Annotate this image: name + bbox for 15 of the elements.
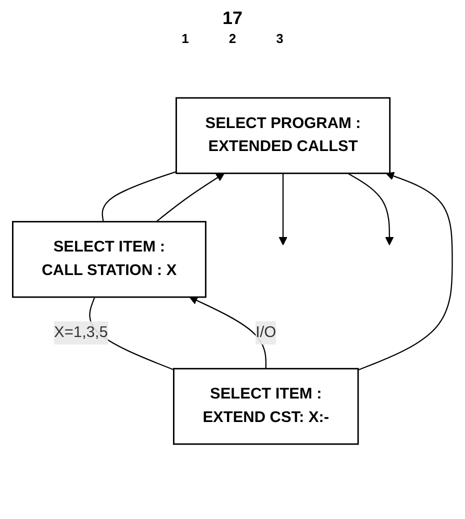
node-box: SELECT PROGRAM : EXTENDED CALLST bbox=[176, 97, 391, 174]
diagram-title: 17 bbox=[221, 8, 244, 29]
connector bbox=[102, 171, 176, 222]
step-number: 1 bbox=[182, 31, 189, 46]
step-number: 2 bbox=[228, 31, 236, 46]
edge-label: X=1,3,5 bbox=[54, 324, 108, 341]
step-number: 3 bbox=[276, 31, 284, 46]
arrow bbox=[358, 172, 453, 371]
arrow bbox=[189, 296, 266, 369]
arrow bbox=[278, 173, 288, 246]
node-box: SELECT ITEM : EXTEND CST: X:- bbox=[173, 368, 359, 445]
node-box: SELECT ITEM : CALL STATION : X bbox=[12, 220, 206, 298]
arrow bbox=[156, 172, 225, 222]
edge-label: I/O bbox=[256, 324, 276, 341]
arrow bbox=[348, 172, 394, 246]
